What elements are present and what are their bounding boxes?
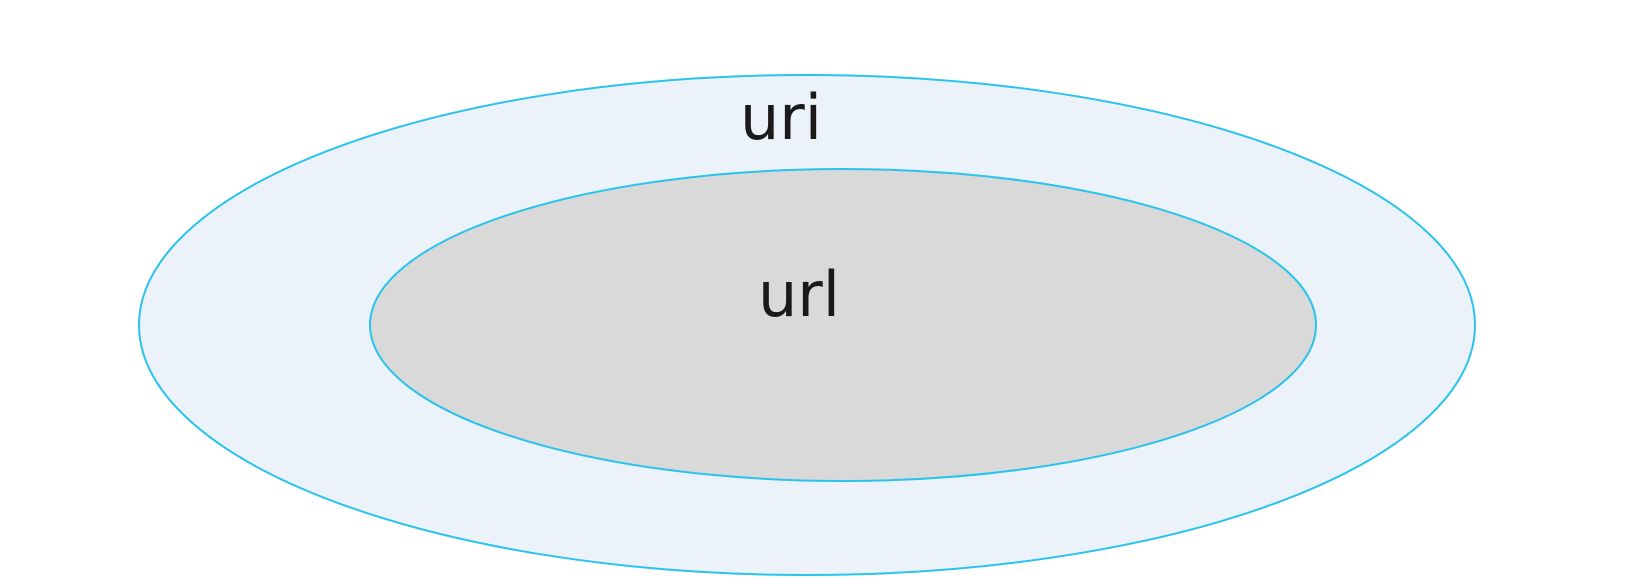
uri-label: uri bbox=[740, 81, 822, 154]
url-label: url bbox=[758, 258, 840, 331]
url-ellipse bbox=[369, 168, 1317, 482]
